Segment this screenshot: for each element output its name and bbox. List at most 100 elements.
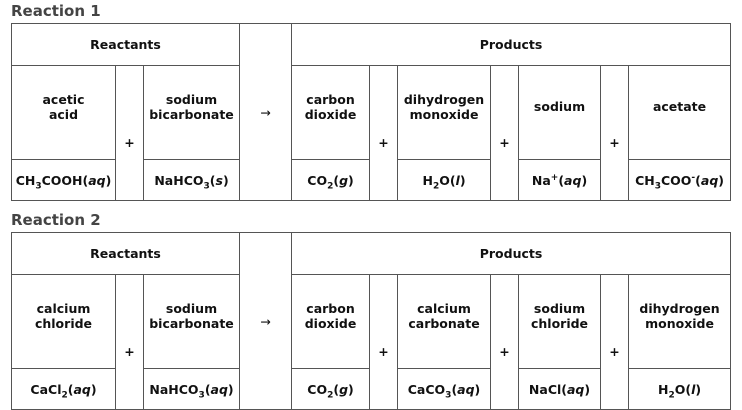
formula-part: ( xyxy=(695,172,701,188)
formula-part: aq xyxy=(210,381,228,397)
species-formula: H2O(l) xyxy=(397,159,492,201)
formula-part: 3 xyxy=(654,181,661,191)
formula-part: aq xyxy=(73,381,91,397)
formula-part: 2 xyxy=(61,390,68,400)
formula-part: ( xyxy=(333,381,340,397)
formula-part: NaCl( xyxy=(528,381,567,397)
formula-part: ) xyxy=(348,381,354,397)
formula-part: O( xyxy=(674,381,692,397)
formula-part: 2 xyxy=(432,181,440,191)
formula-part: ) xyxy=(584,381,591,397)
formula-part: aq xyxy=(700,172,719,188)
formula-part: ) xyxy=(348,172,354,188)
formula-part: 2 xyxy=(668,390,675,400)
species-name: sodium bicarbonate xyxy=(142,274,241,369)
formula-part: H xyxy=(657,381,669,397)
species-formula: CO2(g) xyxy=(291,368,371,410)
arrow-icon: → xyxy=(239,232,293,410)
formula-part: CO xyxy=(307,381,328,397)
formula-part: 3 xyxy=(203,181,210,191)
species-name: calcium chloride xyxy=(11,274,116,369)
formula-part: 3 xyxy=(198,390,205,400)
products-header: Products xyxy=(291,23,732,66)
formula-part: ( xyxy=(333,172,340,188)
formula-part: 2 xyxy=(327,390,334,400)
plus-sign: + xyxy=(115,274,144,410)
formula-part: aq xyxy=(457,381,475,397)
formula-part: ) xyxy=(227,381,234,397)
formula-part: + xyxy=(550,172,559,183)
formula-part: O( xyxy=(439,172,456,188)
formula-part: ) xyxy=(90,381,97,397)
formula-part: CO xyxy=(307,172,328,188)
species-name: sodium xyxy=(518,65,602,160)
formula-part: ) xyxy=(105,172,112,188)
plus-sign: + xyxy=(115,65,144,201)
plus-sign: + xyxy=(369,274,399,410)
species-formula: CaCl2(aq) xyxy=(11,368,116,410)
formula-part: Na xyxy=(531,172,551,188)
plus-sign: + xyxy=(600,274,630,410)
species-name: sodium bicarbonate xyxy=(142,65,241,160)
species-name: calcium carbonate xyxy=(397,274,492,369)
species-formula: NaHCO3(aq) xyxy=(142,368,241,410)
species-formula: NaCl(aq) xyxy=(518,368,602,410)
formula-part: COO xyxy=(660,172,692,188)
species-formula: CaCO3(aq) xyxy=(397,368,492,410)
species-name: acetic acid xyxy=(11,65,116,160)
plus-sign: + xyxy=(369,65,399,201)
formula-part: ) xyxy=(222,172,229,188)
species-formula: NaHCO3(s) xyxy=(142,159,241,201)
species-formula: CH3COOH(aq) xyxy=(11,159,116,201)
formula-part: ( xyxy=(209,172,216,188)
species-formula: CO2(g) xyxy=(291,159,371,201)
formula-part: CaCO xyxy=(407,381,446,397)
reaction-title: Reaction 1 xyxy=(11,2,101,20)
reactants-header: Reactants xyxy=(10,232,241,275)
formula-part: 2 xyxy=(327,181,334,191)
formula-part: ( xyxy=(67,381,74,397)
formula-part: - xyxy=(691,172,696,183)
formula-part: ( xyxy=(204,381,211,397)
formula-part: COOH( xyxy=(41,172,89,188)
formula-part: aq xyxy=(567,381,585,397)
plus-sign: + xyxy=(490,274,520,410)
formula-part: 3 xyxy=(445,390,452,400)
formula-part: NaHCO xyxy=(154,172,204,188)
formula-part: s xyxy=(215,172,223,188)
reaction-title: Reaction 2 xyxy=(11,211,101,229)
arrow-icon: → xyxy=(239,23,293,201)
plus-sign: + xyxy=(490,65,520,201)
species-name: dihydrogen monoxide xyxy=(628,274,732,369)
species-name: acetate xyxy=(628,65,732,160)
formula-part: ) xyxy=(718,172,724,188)
formula-part: CH xyxy=(15,172,36,188)
formula-part: l xyxy=(455,172,460,188)
formula-part: H xyxy=(422,172,433,188)
formula-part: ) xyxy=(474,381,481,397)
formula-part: g xyxy=(339,172,349,188)
formula-part: CaCl xyxy=(30,381,62,397)
products-header: Products xyxy=(291,232,732,275)
species-name: sodium chloride xyxy=(518,274,602,369)
species-formula: H2O(l) xyxy=(628,368,732,410)
plus-sign: + xyxy=(600,65,630,201)
formula-part: ) xyxy=(581,172,588,188)
formula-part: g xyxy=(339,381,349,397)
species-name: carbon dioxide xyxy=(291,65,371,160)
formula-part: ) xyxy=(695,381,702,397)
species-formula: Na+(aq) xyxy=(518,159,602,201)
formula-part: NaHCO xyxy=(149,381,199,397)
formula-part: ( xyxy=(558,172,565,188)
species-formula: CH3COO-(aq) xyxy=(628,159,732,201)
formula-part: ( xyxy=(451,381,458,397)
reactants-header: Reactants xyxy=(10,23,241,66)
formula-part: ) xyxy=(459,172,466,188)
species-name: carbon dioxide xyxy=(291,274,371,369)
formula-part: CH xyxy=(635,172,655,188)
species-name: dihydrogen monoxide xyxy=(397,65,492,160)
formula-part: aq xyxy=(88,172,106,188)
formula-part: 3 xyxy=(35,181,42,191)
